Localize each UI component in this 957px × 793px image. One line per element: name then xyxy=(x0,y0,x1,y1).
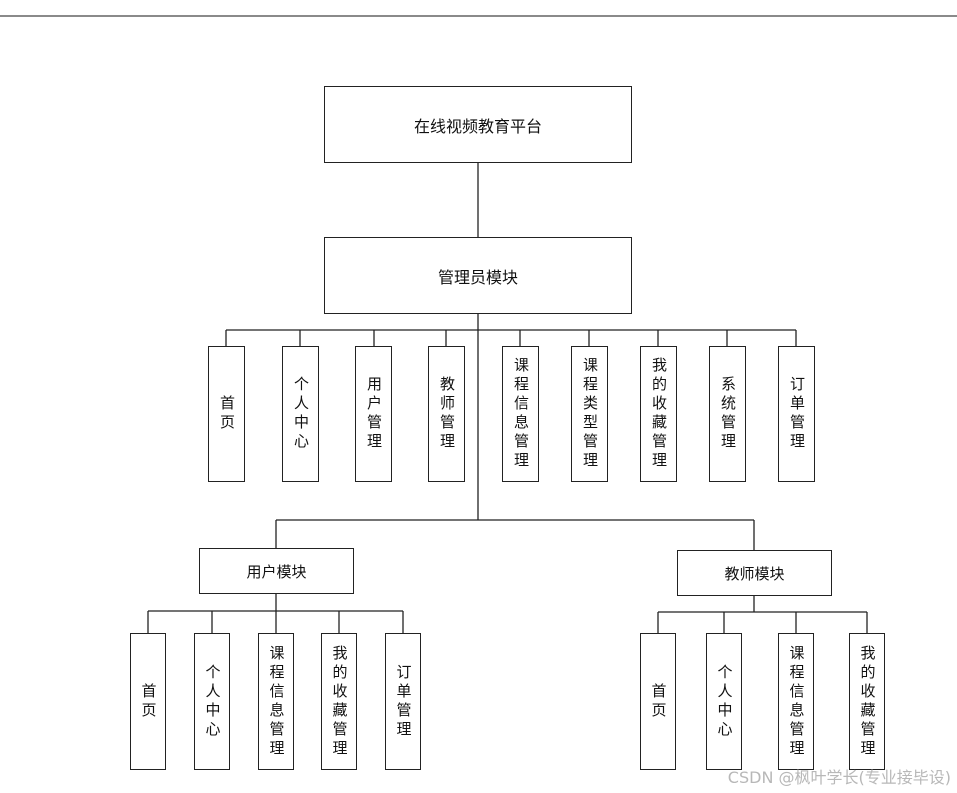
user-item-favorites-management: 我的收藏管理 xyxy=(321,633,357,770)
teacher-item-label: 个人中心 xyxy=(715,663,734,740)
admin-item-course-info-management: 课程信息管理 xyxy=(502,346,539,482)
teacher-item-label: 课程信息管理 xyxy=(787,644,806,759)
teacher-module-label: 教师模块 xyxy=(724,564,785,583)
user-item-home: 首页 xyxy=(130,633,166,770)
admin-item-label: 教师管理 xyxy=(438,376,456,452)
teacher-item-home: 首页 xyxy=(640,633,676,770)
user-item-label: 我的收藏管理 xyxy=(330,644,349,759)
user-item-course-info-management: 课程信息管理 xyxy=(258,633,294,770)
user-item-order-management: 订单管理 xyxy=(385,633,421,770)
admin-item-label: 首页 xyxy=(218,395,236,433)
admin-item-course-type-management: 课程类型管理 xyxy=(571,346,608,482)
admin-item-label: 课程信息管理 xyxy=(512,357,530,471)
user-item-label: 订单管理 xyxy=(394,663,413,740)
teacher-item-label: 首页 xyxy=(649,682,668,721)
user-item-personal-center: 个人中心 xyxy=(194,633,230,770)
admin-module-label: 管理员模块 xyxy=(437,267,518,287)
admin-item-home: 首页 xyxy=(208,346,245,482)
admin-item-label: 个人中心 xyxy=(292,376,310,452)
user-module-node: 用户模块 xyxy=(199,548,354,594)
admin-item-label: 系统管理 xyxy=(719,376,737,452)
user-item-label: 首页 xyxy=(139,682,158,721)
admin-item-label: 订单管理 xyxy=(788,376,806,452)
watermark-text: CSDN @枫叶学长(专业接毕设) xyxy=(727,768,951,787)
teacher-item-favorites-management: 我的收藏管理 xyxy=(849,633,885,770)
root-node: 在线视频教育平台 xyxy=(324,86,632,163)
admin-item-teacher-management: 教师管理 xyxy=(428,346,465,482)
admin-item-order-management: 订单管理 xyxy=(778,346,815,482)
admin-item-label: 课程类型管理 xyxy=(581,357,599,471)
admin-item-system-management: 系统管理 xyxy=(709,346,746,482)
user-item-label: 课程信息管理 xyxy=(267,644,286,759)
teacher-module-node: 教师模块 xyxy=(677,550,832,596)
user-item-label: 个人中心 xyxy=(203,663,222,740)
teacher-item-label: 我的收藏管理 xyxy=(858,644,877,759)
admin-item-label: 我的收藏管理 xyxy=(650,357,668,471)
user-module-label: 用户模块 xyxy=(246,562,307,581)
admin-module-node: 管理员模块 xyxy=(324,237,632,314)
teacher-item-personal-center: 个人中心 xyxy=(706,633,742,770)
teacher-item-course-info-management: 课程信息管理 xyxy=(778,633,814,770)
admin-item-personal-center: 个人中心 xyxy=(282,346,319,482)
top-divider xyxy=(0,15,957,17)
root-node-label: 在线视频教育平台 xyxy=(413,116,542,136)
admin-item-label: 用户管理 xyxy=(365,376,383,452)
admin-item-user-management: 用户管理 xyxy=(355,346,392,482)
admin-item-favorites-management: 我的收藏管理 xyxy=(640,346,677,482)
